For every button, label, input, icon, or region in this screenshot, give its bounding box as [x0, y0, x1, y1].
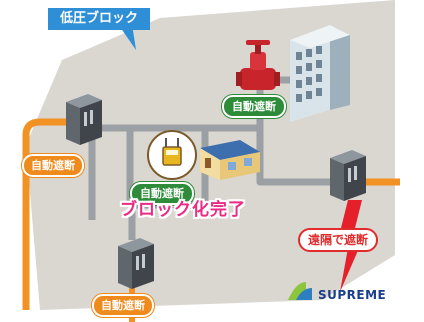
block-complete-text: ブロック化完了 [120, 200, 246, 220]
house-icon [200, 140, 260, 180]
orange-pipe-left [22, 118, 70, 310]
remote-cutoff-tag: 遠隔で遮断 [298, 228, 379, 252]
controller-unit-right [330, 150, 366, 201]
auto-cutoff-left-tag: 自動遮断 [22, 154, 84, 177]
controller-unit-bottom [118, 238, 154, 289]
supreme-logo-text: SUPREME [318, 288, 387, 302]
controller-unit-left [66, 94, 102, 145]
area-title-pointer [118, 24, 136, 50]
auto-cutoff-center-tag: 自動遮断 [130, 182, 194, 205]
gas-meter-icon [147, 130, 197, 180]
supreme-logo-mark [288, 282, 312, 300]
office-building [290, 25, 350, 122]
auto-cutoff-bottom-tag: 自動遮断 [92, 294, 154, 317]
auto-cutoff-top-tag: 自動遮断 [222, 95, 286, 118]
valve-icon [236, 40, 280, 90]
